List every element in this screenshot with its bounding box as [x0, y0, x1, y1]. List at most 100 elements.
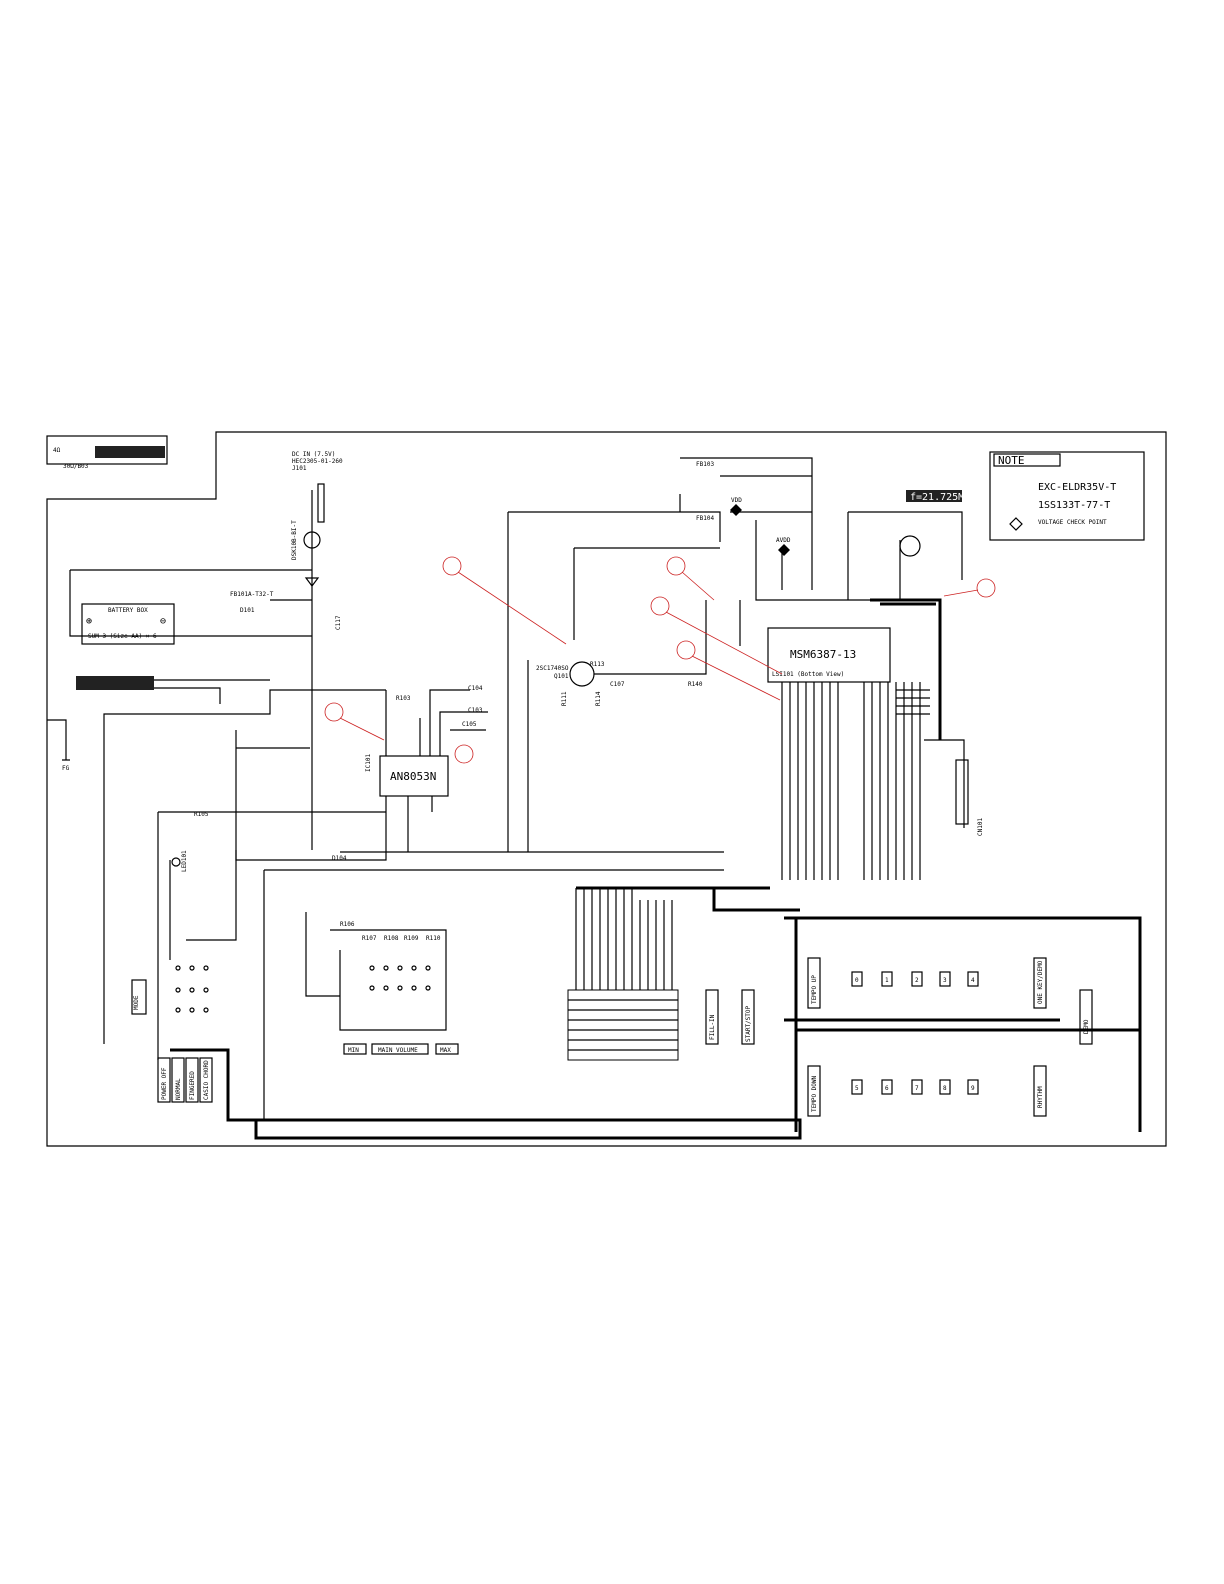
- key-4[interactable]: 4: [971, 977, 975, 984]
- main-ic-name: MSM6387-13: [790, 648, 856, 661]
- fb104-ref: FB104: [696, 515, 714, 522]
- r140-ref: R140: [688, 681, 703, 688]
- min-label: MIN: [348, 1047, 359, 1054]
- fb101-part: FB101A-T32-T: [230, 591, 274, 598]
- connector-wires: [154, 679, 270, 704]
- r114-ref: R114: [595, 691, 602, 706]
- crystal-frequency: f=21.725MHz: [910, 492, 976, 503]
- r106-val: R106: [340, 921, 355, 928]
- note-row-2: 1SS133T-77-T: [1038, 500, 1110, 511]
- vdd-check-icon: [730, 504, 742, 516]
- transistor-part: 2SC1740SO: [536, 665, 569, 672]
- amp-wires: [235, 730, 433, 861]
- r110-ref: R110: [426, 935, 441, 942]
- dc-jack-label-2: HEC2305-01-260: [292, 458, 343, 465]
- battery-box: [81, 603, 175, 645]
- tempo-up-label[interactable]: TEMPO UP: [811, 975, 818, 1004]
- vdd-label: VDD: [731, 497, 742, 504]
- key-9[interactable]: 9: [971, 1085, 975, 1092]
- key-7[interactable]: 7: [915, 1085, 919, 1092]
- mode-label-box: [131, 979, 147, 1015]
- fill-in-label[interactable]: FILL-IN: [709, 1014, 716, 1040]
- cn101-ref: CN101: [977, 818, 984, 836]
- c117-ref: C117: [335, 615, 342, 630]
- one-key-label[interactable]: ONE KEY/DEMO: [1037, 960, 1044, 1004]
- mode-normal-box: [171, 1057, 185, 1103]
- transistor-supply: [507, 511, 721, 852]
- max-box: [435, 1043, 459, 1055]
- volume-label: MAIN VOLUME: [378, 1047, 418, 1054]
- ic-right-wires: [896, 689, 965, 828]
- c105-ref: C105: [462, 721, 477, 728]
- avdd-check-icon: [778, 544, 790, 556]
- battery-wires: [69, 569, 312, 637]
- rhythm-box: [1033, 1065, 1047, 1117]
- mode-normal: NORMAL: [175, 1078, 182, 1100]
- key-bus: [576, 886, 800, 912]
- avdd-label: AVDD: [776, 537, 791, 544]
- r113-ref: R113: [590, 661, 605, 668]
- d102-part: DSK10B-BI-T: [291, 520, 298, 560]
- key-7-box: [911, 1079, 923, 1095]
- transistor-output: [527, 600, 741, 852]
- tempo-down-box: [807, 1065, 821, 1117]
- fg-label: FG: [62, 765, 70, 772]
- dc-jack-symbol: [317, 483, 325, 523]
- c107-ref: C107: [610, 681, 625, 688]
- key-0-box: [851, 971, 863, 987]
- connector-strip: [76, 676, 154, 690]
- battery-minus-icon: ⊖: [160, 616, 166, 627]
- schematic-frame: [46, 431, 1167, 1147]
- key-0[interactable]: 0: [855, 977, 859, 984]
- demo-label[interactable]: DEMO: [1083, 1019, 1090, 1034]
- fg-ground: [47, 719, 70, 761]
- mode-switch-contacts[interactable]: [175, 965, 209, 1013]
- main-ic-body: [767, 627, 891, 683]
- left-loop-wire: [103, 689, 386, 1044]
- mode-casio-chord: CASIO CHORD: [203, 1060, 210, 1100]
- led-wires: [157, 811, 386, 1060]
- r105-ref: R105: [194, 811, 209, 818]
- led-icon: [171, 857, 181, 867]
- key-1[interactable]: 1: [885, 977, 889, 984]
- min-box: [343, 1043, 367, 1055]
- d104-ref: D104: [332, 855, 347, 862]
- note-row-3: VOLTAGE CHECK POINT: [1038, 519, 1107, 526]
- volume-switch-contacts[interactable]: [369, 965, 431, 991]
- start-stop-label[interactable]: START/STOP: [745, 1005, 752, 1042]
- mode-label: MODE: [133, 995, 140, 1010]
- key-3-box: [939, 971, 951, 987]
- key-6[interactable]: 6: [885, 1085, 889, 1092]
- key-5[interactable]: 5: [855, 1085, 859, 1092]
- rhythm-label[interactable]: RHYTHM: [1037, 1086, 1044, 1108]
- one-key-box: [1033, 957, 1047, 1009]
- r111-ref: R111: [561, 691, 568, 706]
- transistor-q102-icon: [899, 535, 921, 557]
- battery-plus-icon: ⊕: [86, 616, 92, 627]
- key-3[interactable]: 3: [943, 977, 947, 984]
- amp-ic-body: [379, 755, 449, 797]
- key-5-box: [851, 1079, 863, 1095]
- crystal-wires: [847, 511, 963, 600]
- speaker-box: [46, 435, 168, 465]
- key-6-box: [881, 1079, 893, 1095]
- start-stop-box: [741, 989, 755, 1045]
- amp-cap-wires: [385, 689, 488, 756]
- speaker-label: 30Ω/B03: [63, 463, 89, 470]
- r103-ref: R103: [396, 695, 411, 702]
- fill-in-box: [705, 989, 719, 1045]
- resistor-array-left: [781, 682, 839, 880]
- key-2[interactable]: 2: [915, 977, 919, 984]
- transistor-ref: Q101: [554, 673, 569, 680]
- max-label: MAX: [440, 1047, 451, 1054]
- tempo-down-label[interactable]: TEMPO DOWN: [811, 1075, 818, 1112]
- mode-power-off-box: [157, 1057, 171, 1103]
- d101-ref: D101: [240, 607, 255, 614]
- mode-casio-chord-box: [199, 1057, 213, 1103]
- speaker-connector: [95, 446, 165, 458]
- key-8[interactable]: 8: [943, 1085, 947, 1092]
- amp-ic-name: AN8053N: [390, 770, 436, 783]
- supply-wires: [679, 457, 900, 601]
- key-1-box: [881, 971, 893, 987]
